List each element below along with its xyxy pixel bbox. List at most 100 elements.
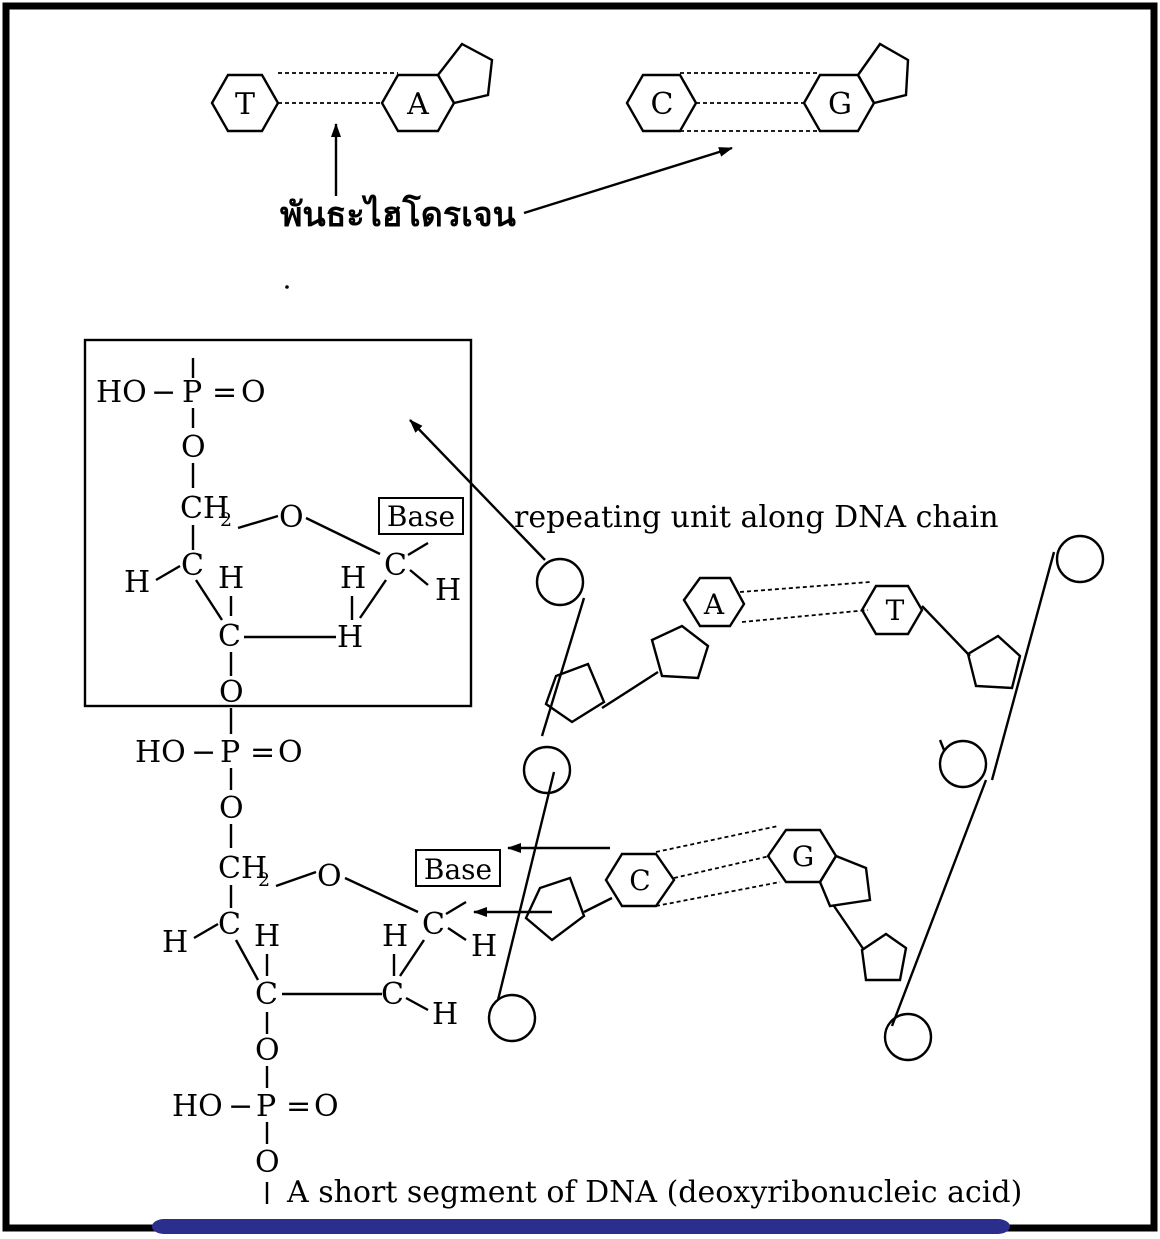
- base-c-label: C: [651, 87, 674, 122]
- tick-mark: [938, 739, 946, 751]
- phosphate-circle: [883, 1012, 933, 1062]
- oxygen-label: O: [255, 1145, 280, 1180]
- left-strand: [496, 597, 586, 1001]
- ring-bond: [359, 579, 387, 619]
- ring-bond: [305, 516, 381, 556]
- minus-sign: −: [228, 1089, 253, 1124]
- bond-line: [445, 900, 467, 916]
- ring-bond: [275, 870, 317, 888]
- ring-oxygen-label: O: [317, 859, 342, 894]
- double-bond-sign: =: [250, 735, 275, 770]
- minus-sign: −: [151, 375, 176, 410]
- base-box-label: Base: [424, 853, 492, 886]
- ho-label: HO: [135, 735, 186, 770]
- bond-line: [405, 996, 429, 1012]
- hydrogen-label: H: [471, 929, 497, 964]
- hydrogen-label: H: [254, 919, 280, 954]
- sugar-pentagon: [524, 876, 586, 942]
- subscript-two: 2: [258, 869, 270, 891]
- minus-sign: −: [191, 735, 216, 770]
- carbon-label: C: [422, 907, 445, 942]
- carbon-label: C: [381, 977, 404, 1012]
- base-g-pentagon: [818, 854, 872, 908]
- bond-line: [193, 922, 219, 940]
- bond-line: [407, 541, 429, 557]
- strand-link: [921, 605, 971, 657]
- speck: [285, 285, 289, 289]
- hydrogen-label: H: [432, 997, 458, 1032]
- ring-bond: [237, 514, 279, 530]
- phosphate-circle: [522, 745, 572, 795]
- hydrogen-label: H: [124, 565, 150, 600]
- repeating-unit-arrow: [409, 419, 546, 561]
- hydrogen-bond-line: [655, 881, 781, 907]
- base-c-hexagon: [604, 852, 676, 908]
- sugar-pentagon: [966, 634, 1022, 690]
- ch2-label: CH: [218, 851, 267, 886]
- ring-bond: [234, 939, 260, 981]
- oxygen-label: O: [219, 675, 244, 710]
- carbon-label: C: [218, 619, 241, 654]
- sugar-pentagon: [860, 932, 908, 982]
- hydrogen-label: H: [340, 561, 366, 596]
- ho-label: HO: [96, 375, 147, 410]
- double-bond-sign: =: [286, 1089, 311, 1124]
- hydrogen-label: H: [435, 573, 461, 608]
- right-strand: [890, 551, 1056, 1027]
- base-pair-ta: T A: [210, 42, 494, 133]
- base-box: [378, 497, 464, 535]
- phosphate-circle: [938, 739, 988, 789]
- base-a-hexagon: [682, 576, 746, 628]
- base-t-hexagon: [860, 584, 924, 636]
- hydrogen-label: H: [337, 620, 363, 655]
- ho-label: HO: [172, 1089, 223, 1124]
- base-g-label: G: [828, 87, 852, 122]
- phosphorus-label: P: [220, 735, 240, 770]
- bond-line: [409, 569, 429, 586]
- bottom-bar: [152, 1219, 1010, 1234]
- base-g-pentagon: [856, 42, 910, 105]
- double-bond-sign: =: [212, 375, 237, 410]
- carbon-label: C: [218, 907, 241, 942]
- bond-line: [155, 564, 181, 582]
- base-a-pentagon: [650, 624, 710, 680]
- hydrogen-bond-label: พันธะไฮโดรเจน: [280, 194, 516, 235]
- base-t-label: T: [235, 87, 255, 122]
- phosphorus-label: P: [256, 1089, 276, 1124]
- phosphorus-label: P: [182, 375, 202, 410]
- strand-base-t-label: T: [886, 594, 905, 627]
- oxygen-label: O: [181, 430, 206, 465]
- strand-link: [833, 905, 865, 951]
- subscript-two: 2: [220, 509, 232, 531]
- strand-link: [601, 670, 659, 710]
- oxygen-label: O: [314, 1089, 339, 1124]
- phosphate-circle: [1055, 534, 1105, 584]
- oxygen-label: O: [255, 1033, 280, 1068]
- ring-oxygen-label: O: [279, 500, 304, 535]
- oxygen-label: O: [219, 791, 244, 826]
- strand-base-a-label: A: [703, 588, 725, 621]
- hydrogen-bond-line: [741, 609, 869, 623]
- hydrogen-bond-arrow: [523, 146, 733, 215]
- carbon-label: C: [255, 977, 278, 1012]
- hydrogen-bond-line: [739, 581, 871, 593]
- hydrogen-bond-line: [673, 855, 771, 879]
- strand-link: [583, 896, 613, 914]
- ring-bond: [344, 876, 419, 914]
- diagram-caption: A short segment of DNA (deoxyribonucleic…: [286, 1175, 1022, 1210]
- repeating-unit-label: repeating unit along DNA chain: [514, 500, 999, 535]
- strand-base-c-label: C: [629, 864, 650, 897]
- phosphate-circle: [487, 993, 537, 1043]
- phosphate-circle: [535, 557, 585, 607]
- strand-base-g-label: G: [792, 840, 814, 873]
- base-box-label: Base: [387, 500, 455, 533]
- sugar-pentagon: [544, 662, 606, 724]
- base-box: [415, 849, 501, 887]
- bond-line: [447, 927, 467, 941]
- base-a-pentagon: [436, 42, 494, 105]
- ch2-label: CH: [180, 491, 229, 526]
- ring-bond: [399, 939, 425, 977]
